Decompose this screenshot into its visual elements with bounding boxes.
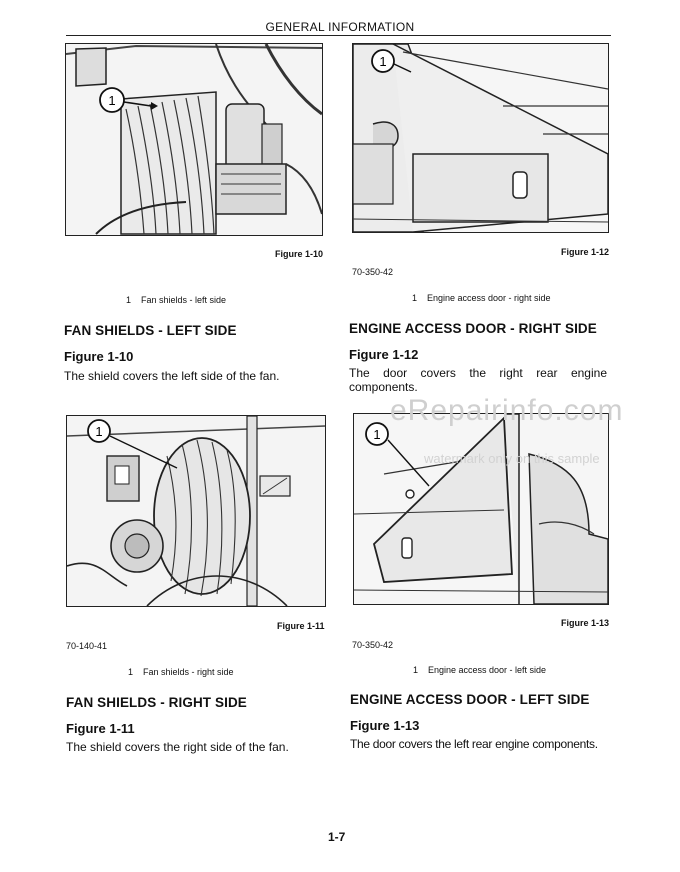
figure-1-11-code: 70-140-41 <box>66 641 108 651</box>
watermark-note: watermark only on this sample <box>424 451 600 466</box>
fig11-callout-number: 1 <box>95 424 102 439</box>
fig10-callout-number: 1 <box>108 93 115 108</box>
fan-shield-right-illustration: 1 <box>67 416 325 606</box>
section-text-engine-door-right-line1: The door covers the right rear engine <box>349 366 607 380</box>
figure-1-11-label: Figure 1-11 <box>277 621 325 631</box>
engine-door-left-illustration: 1 <box>354 414 608 604</box>
figure-1-11-caption-number: 1 <box>128 667 134 677</box>
fan-shield-left-illustration: 1 <box>66 44 322 235</box>
section-text-fan-shields-right: The shield covers the right side of the … <box>66 740 289 754</box>
figure-1-12-code: 70-350-42 <box>352 267 394 277</box>
fig13-callout-number: 1 <box>373 427 380 442</box>
figure-1-12-label: Figure 1-12 <box>561 247 610 257</box>
figure-1-10-photo: 1 <box>65 43 323 236</box>
figure-1-13-photo: 1 <box>353 413 609 605</box>
section-title-fan-shields-left: FAN SHIELDS - LEFT SIDE <box>64 323 237 338</box>
figure-1-12-caption-number: 1 <box>412 293 418 303</box>
section-figure-1-10: Figure 1-10 <box>64 349 134 364</box>
figure-1-11-photo: 1 <box>66 415 326 607</box>
figure-1-12-caption-text: Engine access door - right side <box>427 293 551 303</box>
figure-1-11-caption-text: Fan shields - right side <box>143 667 234 677</box>
figure-1-10-caption-number: 1 <box>126 295 132 305</box>
header-rule <box>66 35 611 36</box>
figure-1-12-photo: 1 <box>352 43 609 233</box>
figure-1-10-label: Figure 1-10 <box>275 249 324 259</box>
section-figure-1-11: Figure 1-11 <box>66 721 135 736</box>
fig12-callout-number: 1 <box>379 54 386 69</box>
section-text-engine-door-right-line2: components. <box>349 380 418 394</box>
section-figure-1-13: Figure 1-13 <box>350 718 420 733</box>
watermark-brand: eRepairinfo.com <box>390 394 624 427</box>
section-title-engine-door-right: ENGINE ACCESS DOOR - RIGHT SIDE <box>349 321 597 336</box>
figure-1-13-code: 70-350-42 <box>352 640 394 650</box>
page-header-title: GENERAL INFORMATION <box>265 20 415 34</box>
section-figure-1-12: Figure 1-12 <box>349 347 419 362</box>
figure-1-13-caption-number: 1 <box>413 665 419 675</box>
section-text-engine-door-left: The door covers the left rear engine com… <box>350 737 598 751</box>
figure-1-13-label: Figure 1-13 <box>561 618 610 628</box>
engine-door-right-illustration: 1 <box>353 44 608 232</box>
section-title-fan-shields-right: FAN SHIELDS - RIGHT SIDE <box>66 695 247 710</box>
page-number: 1-7 <box>328 830 346 844</box>
section-title-engine-door-left: ENGINE ACCESS DOOR - LEFT SIDE <box>350 692 590 707</box>
figure-1-13-caption-text: Engine access door - left side <box>428 665 547 675</box>
section-text-fan-shields-left: The shield covers the left side of the f… <box>64 369 280 383</box>
figure-1-10-caption-text: Fan shields - left side <box>141 295 227 305</box>
